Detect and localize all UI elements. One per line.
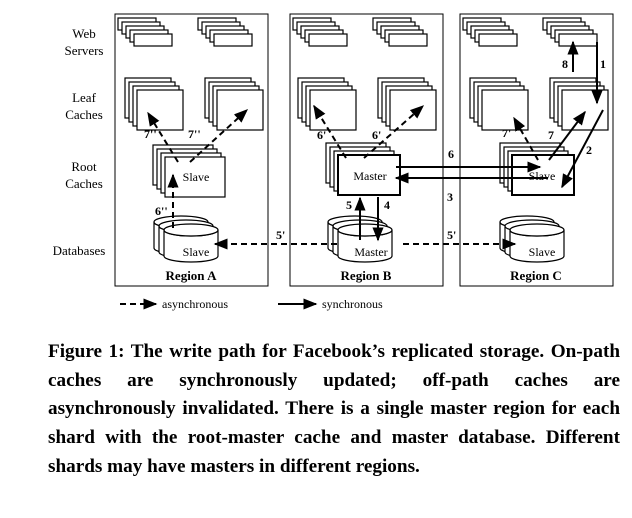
label-7pp-right: 7'' — [188, 127, 201, 141]
leaf-cache-stacks — [124, 77, 609, 131]
region-c-label: Region C — [510, 268, 562, 283]
legend-sync-label: synchronous — [322, 297, 383, 311]
region-a-leaf-left — [124, 77, 184, 131]
region-b-label: Region B — [341, 268, 392, 283]
legend-async-label: asynchronous — [162, 297, 228, 311]
label-5: 5 — [346, 198, 352, 212]
label-6p-right: 6' — [372, 128, 381, 142]
arrow-2 — [561, 109, 604, 189]
region-a-box — [114, 13, 269, 287]
region-a-web-right — [197, 17, 253, 47]
write-path-diagram: Web Servers Leaf Caches Root Caches Data… — [53, 13, 614, 311]
region-c-leaf-left — [469, 77, 529, 131]
arrow-6p-left — [313, 104, 347, 159]
region-a-label: Region A — [166, 268, 218, 283]
region-b-leaf-left — [297, 77, 357, 131]
row-label-leaf-caches: Leaf Caches — [65, 90, 103, 122]
region-a-root-label: Slave — [183, 170, 210, 184]
database-stacks — [153, 215, 565, 263]
label-5p-c: 5' — [447, 228, 456, 242]
row-label-web: Web — [72, 26, 96, 41]
region-b-root-label: Master — [353, 169, 386, 183]
region-c-web-left — [462, 17, 518, 47]
label-3: 3 — [447, 190, 453, 204]
row-label-root: Root — [71, 159, 97, 174]
arrow-7p — [513, 116, 539, 161]
arrow-6p-right — [363, 105, 425, 159]
region-a-leaf-right — [204, 77, 264, 131]
region-b-web-right — [372, 17, 428, 47]
async-arrows — [147, 104, 539, 250]
label-5p-a: 5' — [276, 228, 285, 242]
label-7pp-left: 7'' — [144, 127, 157, 141]
region-c-db — [499, 215, 565, 263]
region-c-web-right — [542, 17, 598, 47]
label-6pp: 6'' — [155, 204, 168, 218]
label-6: 6 — [448, 147, 454, 161]
label-1: 1 — [600, 57, 606, 71]
row-label-databases: Databases — [53, 243, 106, 258]
figure-caption: Figure 1: The write path for Facebook’s … — [48, 341, 620, 477]
row-label-servers: Servers — [65, 43, 104, 58]
legend: asynchronous synchronous — [120, 297, 383, 311]
arrow-7pp-right — [189, 109, 249, 163]
region-b-box — [289, 13, 444, 287]
region-a-db-label: Slave — [183, 245, 210, 259]
label-7: 7 — [548, 128, 554, 142]
label-7p: 7' — [502, 126, 511, 140]
region-a-db — [153, 215, 219, 263]
arrow-labels: 1 2 3 4 5 5' 5' 6 6' 6' 6'' 7 7' 7'' 7''… — [144, 57, 606, 242]
region-b-web-left — [292, 17, 348, 47]
region-c-root-label: Slave — [529, 169, 556, 183]
web-server-stacks — [117, 17, 598, 47]
label-8: 8 — [562, 57, 568, 71]
arrow-7 — [548, 110, 586, 161]
label-4: 4 — [384, 198, 390, 212]
region-c-leaf-right — [549, 77, 609, 131]
sync-arrows — [354, 40, 604, 242]
region-b-leaf-right — [377, 77, 437, 131]
region-b-db-label: Master — [354, 245, 387, 259]
row-label-leaf-caches-2: Caches — [65, 107, 103, 122]
label-2: 2 — [586, 143, 592, 157]
region-a-web-left — [117, 17, 173, 47]
region-a-root-cache: Slave — [152, 144, 226, 198]
row-label-leaf: Leaf — [72, 90, 96, 105]
region-b-db — [327, 215, 393, 263]
label-6p-left: 6' — [317, 128, 326, 142]
row-label-root-caches-2: Caches — [65, 176, 103, 191]
row-label-web-servers: Web Servers — [65, 26, 104, 58]
region-b-root-cache: Master — [325, 142, 401, 196]
region-c-db-label: Slave — [529, 245, 556, 259]
region-c-box — [459, 13, 614, 287]
row-label-root-caches: Root Caches — [65, 159, 103, 191]
